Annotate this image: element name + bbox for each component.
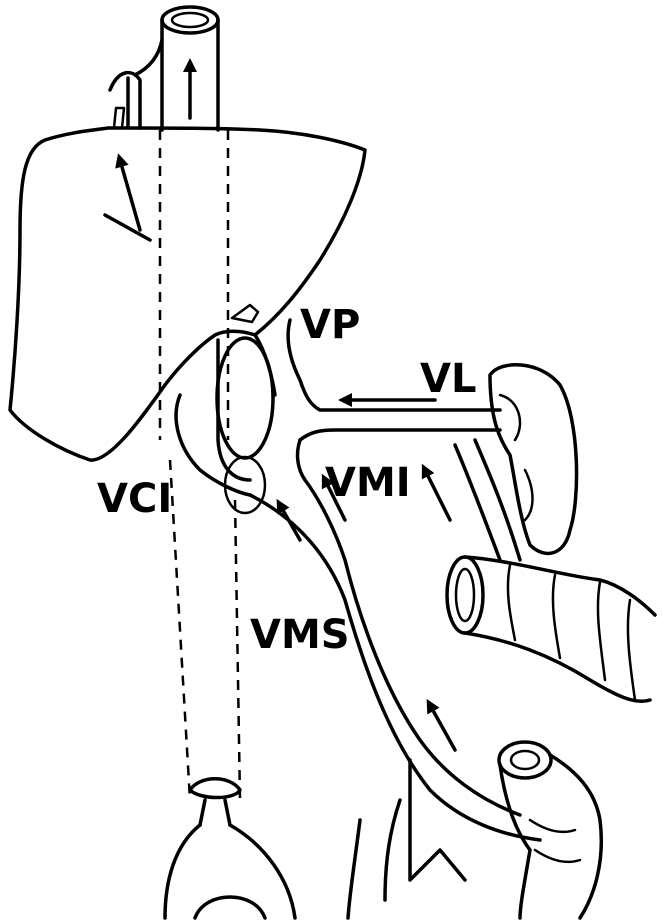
small-intestine: [497, 740, 604, 920]
label-vci: VCI: [97, 476, 172, 522]
vena-cava-projection: [158, 130, 242, 801]
label-vmi: VMI: [325, 460, 411, 506]
portal-vein: [174, 318, 502, 515]
label-vl: VL: [420, 356, 476, 402]
spleen: [488, 363, 579, 556]
ligated-bag: [163, 777, 297, 920]
ligament-notch: [230, 303, 260, 324]
blocked-flow-arrow: [103, 153, 152, 242]
label-vms: VMS: [250, 612, 350, 658]
label-vp: VP: [300, 302, 360, 348]
inferior-vena-cava: [108, 5, 252, 482]
inferior-mesenteric-vein: [295, 438, 522, 562]
superior-mesenteric-vein: [248, 473, 542, 920]
liver-outline: [8, 126, 367, 462]
colon: [445, 555, 657, 703]
